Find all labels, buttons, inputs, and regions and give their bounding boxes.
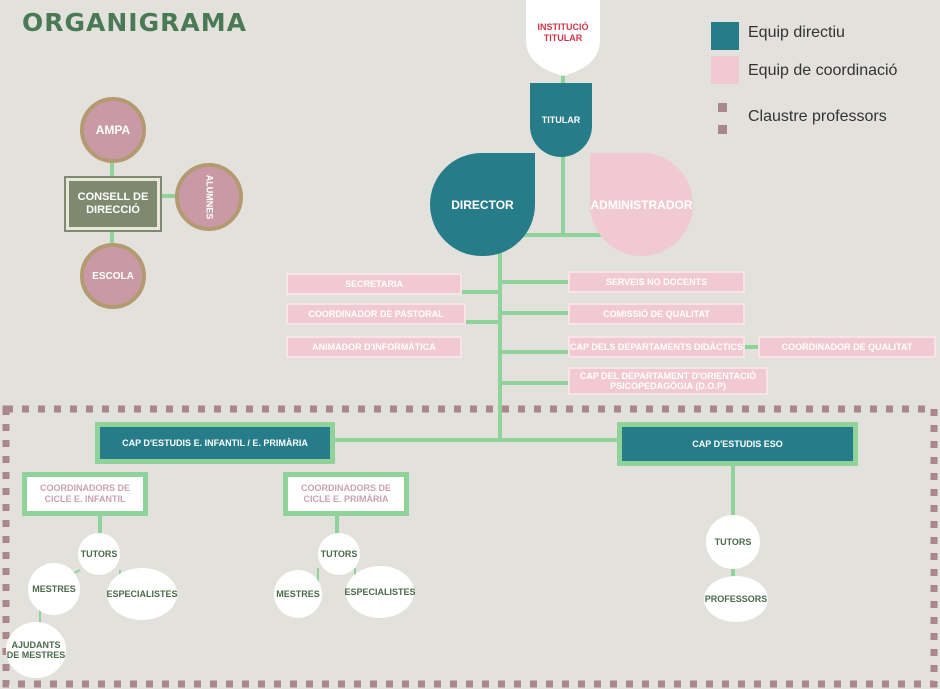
coord-infantil-label: COORDINADORS DE CICLE E. INFANTIL (27, 477, 143, 511)
escola-label: ESCOLA (92, 270, 134, 282)
mestres-primaria-label: MESTRES (276, 589, 320, 599)
legend-dot-top (718, 103, 727, 112)
cap-infantil-primaria: CAP D'ESTUDIS E. INFANTIL / E. PRIMÀRIA (95, 422, 335, 464)
administrador-node: ADMINISTRADOR (590, 153, 693, 256)
ampa-node: AMPA (80, 97, 146, 163)
director-node: DIRECTOR (430, 153, 535, 256)
alumnes-label: ALUMNES (204, 174, 214, 220)
legend-swatch-directiu (711, 22, 739, 50)
legend-label-claustre: Claustre professors (748, 108, 887, 125)
mestres-infantil-label: MESTRES (32, 584, 76, 594)
legend-label-coordinacio: Equip de coordinació (748, 62, 898, 79)
especialistes-infantil: ESPECIALISTES (106, 568, 178, 620)
coord-primaria: COORDINADORS DE CICLE E. PRIMÀRIA (283, 472, 409, 516)
comissio-label: COMISSIÓ DE QUALITAT (603, 309, 710, 319)
institucio-shield (526, 0, 600, 76)
especialistes-primaria-label: ESPECIALISTES (344, 587, 416, 597)
ajudants-mestres-label: AJUDANTS DE MESTRES (6, 640, 66, 660)
legend-swatch-coordinacio (711, 56, 739, 84)
tutors-primaria: TUTORS (318, 533, 360, 575)
comissio-box: COMISSIÓ DE QUALITAT (568, 303, 745, 325)
consell-label: CONSELL DE DIRECCIÓ (77, 191, 149, 216)
especialistes-primaria: ESPECIALISTES (344, 566, 416, 618)
tutors-eso: TUTORS (706, 515, 760, 569)
pastoral-box: COORDINADOR DE PASTORAL (286, 303, 466, 325)
dop-box: CAP DEL DEPARTAMENT D'ORIENTACIÓ PSICOPE… (568, 367, 768, 395)
departaments-box: CAP DELS DEPARTAMENTS DIDÀCTICS (568, 336, 745, 358)
coord-qualitat-box: COORDINADOR DE QUALITAT (758, 336, 936, 358)
director-label: DIRECTOR (451, 197, 514, 212)
consell-node: CONSELL DE DIRECCIÓ (64, 176, 162, 232)
secretaria-box: SECRETARIA (286, 273, 462, 295)
tutors-infantil-label: TUTORS (80, 549, 118, 559)
dop-label: CAP DEL DEPARTAMENT D'ORIENTACIÓ PSICOPE… (579, 371, 757, 391)
ajudants-mestres: AJUDANTS DE MESTRES (6, 622, 66, 678)
cap-infantil-primaria-label: CAP D'ESTUDIS E. INFANTIL / E. PRIMÀRIA (100, 427, 330, 459)
administrador-label: ADMINISTRADOR (590, 197, 693, 212)
especialistes-infantil-label: ESPECIALISTES (106, 589, 178, 599)
professors-eso-label: PROFESSORS (704, 594, 768, 604)
titular-node: TITULAR (530, 83, 592, 157)
escola-node: ESCOLA (80, 243, 146, 309)
tutors-infantil: TUTORS (78, 533, 120, 575)
serveis-label: SERVEIS NO DOCENTS (605, 277, 708, 287)
tutors-primaria-label: TUTORS (320, 549, 358, 559)
titular-label: TITULAR (541, 115, 581, 125)
serveis-box: SERVEIS NO DOCENTS (568, 271, 745, 293)
coord-infantil: COORDINADORS DE CICLE E. INFANTIL (22, 472, 148, 516)
professors-eso: PROFESSORS (704, 576, 768, 622)
legend-label-directiu: Equip directiu (748, 24, 845, 41)
mestres-primaria: MESTRES (274, 570, 322, 618)
legend-dot-bottom (718, 125, 727, 134)
informatica-label: ANIMADOR D'INFORMÀTICA (312, 342, 436, 352)
coord-primaria-label: COORDINADORS DE CICLE E. PRIMÀRIA (288, 477, 404, 511)
cap-eso: CAP D'ESTUDIS ESO (617, 422, 858, 466)
mestres-infantil: MESTRES (28, 563, 80, 615)
tutors-eso-label: TUTORS (714, 537, 752, 547)
informatica-box: ANIMADOR D'INFORMÀTICA (286, 336, 462, 358)
alumnes-node: ALUMNES (175, 163, 243, 231)
secretaria-label: SECRETARIA (345, 279, 403, 289)
coord-qualitat-label: COORDINADOR DE QUALITAT (781, 342, 913, 352)
page-title: ORGANIGRAMA (22, 8, 247, 37)
cap-eso-label: CAP D'ESTUDIS ESO (622, 427, 853, 461)
ampa-label: AMPA (95, 123, 131, 137)
institucio-titular-label: INSTITUCIÓ TITULAR (537, 22, 589, 43)
departaments-label: CAP DELS DEPARTAMENTS DIDÀCTICS (570, 342, 744, 352)
pastoral-label: COORDINADOR DE PASTORAL (308, 309, 444, 319)
